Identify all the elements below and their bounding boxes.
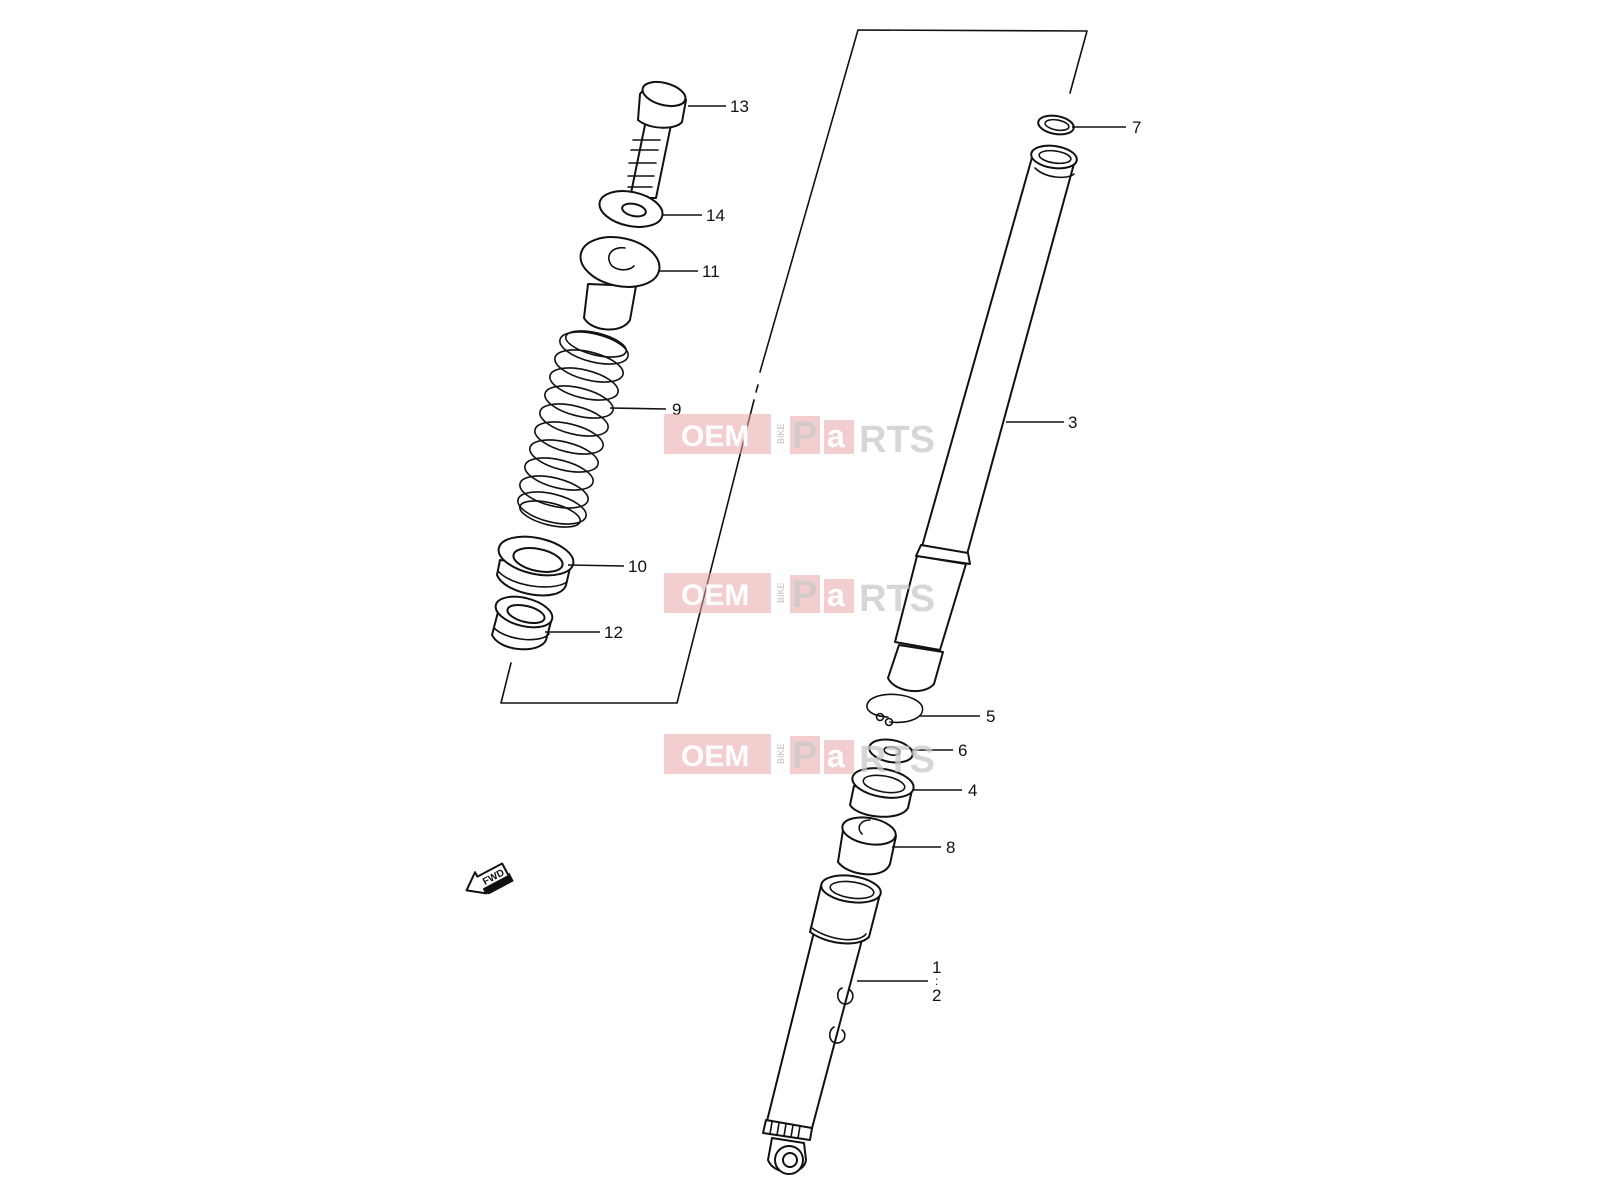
svg-text:P: P [792, 415, 817, 457]
callout-9: 9 [672, 400, 681, 419]
part-7-o-ring [1037, 114, 1075, 136]
svg-text:OEM: OEM [681, 740, 749, 773]
part-3-damper-tube [887, 144, 1078, 693]
part-9-coil-spring [517, 330, 629, 528]
watermark-3: OEM BIKE P a RTS [664, 734, 935, 781]
callout-labels: 13 14 11 9 10 12 7 3 5 6 4 8 1 : 2 [604, 97, 1141, 1005]
svg-text:OEM: OEM [681, 579, 749, 612]
watermark-2: OEM BIKE P a RTS [664, 573, 935, 620]
part-1-2-shock-body [762, 874, 882, 1175]
part-13-bolt [627, 80, 687, 199]
svg-text:a: a [827, 577, 845, 613]
callout-8: 8 [946, 838, 955, 857]
subassembly-frame [500, 29, 1088, 704]
callout-5: 5 [986, 707, 995, 726]
part-5-circlip [866, 693, 924, 727]
callout-3: 3 [1068, 413, 1077, 432]
svg-text:BIKE: BIKE [776, 423, 786, 444]
svg-text:P: P [792, 574, 817, 616]
part-12-bushing [491, 595, 554, 651]
callout-12: 12 [604, 623, 623, 642]
part-6-washer [868, 738, 914, 764]
svg-text:BIKE: BIKE [776, 582, 786, 603]
callout-13: 13 [730, 97, 749, 116]
callout-14: 14 [706, 206, 725, 225]
callout-7: 7 [1132, 118, 1141, 137]
callout-4: 4 [968, 781, 977, 800]
svg-text:BIKE: BIKE [776, 743, 786, 764]
svg-text:a: a [827, 738, 845, 774]
callout-colon: : [935, 974, 938, 988]
callout-1: 1 [932, 958, 941, 977]
watermark-1: OEM BIKE P a RTS [664, 414, 935, 461]
part-10-spring-guide [496, 535, 575, 597]
svg-text:RTS: RTS [859, 739, 935, 781]
part-14-washer [598, 190, 664, 228]
fwd-arrow-icon: FWD [465, 862, 514, 895]
svg-text:OEM: OEM [681, 420, 749, 453]
part-8-bushing [837, 816, 897, 876]
part-4-seal [849, 767, 915, 818]
svg-text:P: P [792, 735, 817, 777]
leader-lines [545, 105, 1126, 982]
svg-text:RTS: RTS [859, 419, 935, 461]
callout-2: 2 [932, 986, 941, 1005]
callout-11: 11 [702, 262, 720, 281]
callout-6: 6 [958, 741, 967, 760]
svg-text:RTS: RTS [859, 578, 935, 620]
svg-text:a: a [827, 418, 845, 454]
callout-10: 10 [628, 557, 647, 576]
part-11-spring-seat [579, 236, 661, 331]
